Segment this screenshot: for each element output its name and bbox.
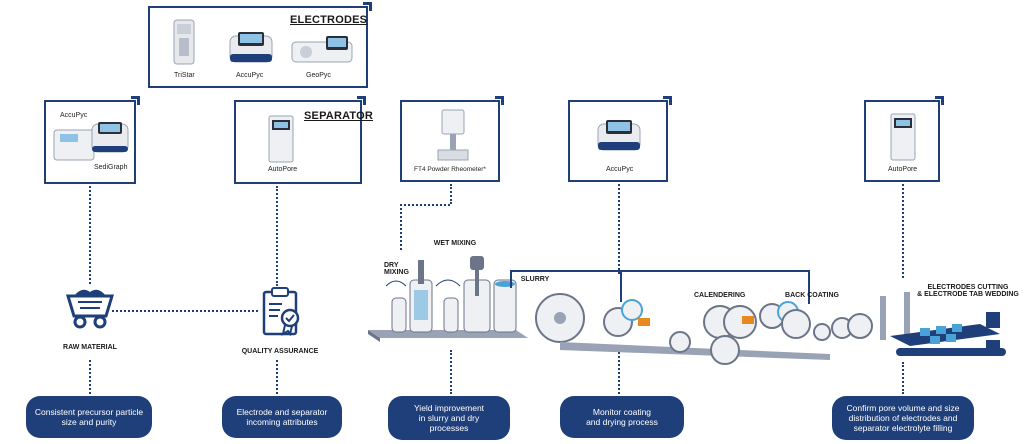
instrument-label: AutoPore [888, 166, 918, 173]
electrode-cutting-illustration [831, 292, 1006, 356]
box-corner-accent [935, 96, 944, 105]
separator-instrument-box: SEPARATOR AutoPore [234, 96, 373, 184]
benefit-text: Confirm pore volume and size distributio… [846, 402, 960, 434]
mixing-process-illustration [368, 256, 528, 342]
separator-title: SEPARATOR [304, 110, 374, 122]
slurry-pipe [620, 270, 622, 302]
connector-line [400, 204, 402, 250]
slurry-pipe [808, 270, 810, 304]
slurry-label: SLURRY [520, 276, 550, 283]
box-corner-accent [131, 96, 140, 105]
sedigraph-instrument-icon [53, 122, 129, 161]
box-corner-accent [663, 96, 672, 105]
connector-line [400, 204, 450, 206]
instrument-label: AccuPyc [236, 72, 264, 79]
raw-material-label: RAW MATERIAL [63, 344, 117, 351]
connector-line [89, 186, 91, 284]
raw-material-instrument-box: AccuPyc SediGraph [44, 96, 140, 184]
box-corner-accent [363, 2, 372, 11]
rheometer-instrument-box: FT4 Powder Rheometer* [400, 96, 504, 182]
slurry-pipe [510, 270, 512, 288]
benefit-text: Electrode and separator incoming attribu… [236, 406, 328, 427]
calendering-label: CALENDERING [694, 292, 746, 299]
box-corner-accent [357, 96, 366, 105]
benefit-text: Yield improvement in slurry and dry proc… [413, 402, 485, 434]
connector-line [902, 362, 904, 394]
electrodes-instrument-box: ELECTRODES TriStar AccuPyc GeoPyc [148, 2, 372, 88]
mine-cart-icon [65, 289, 115, 329]
connector-line [618, 352, 620, 394]
ft4-rheometer-icon [437, 109, 469, 161]
autopore-instrument-icon [890, 113, 916, 161]
benefit-text: Consistent precursor particle size and p… [34, 406, 144, 427]
connector-line [276, 360, 278, 394]
benefit-pill: Electrode and separator incoming attribu… [222, 396, 342, 438]
connector-line [276, 186, 278, 286]
connector-line [618, 184, 620, 274]
instrument-label: SediGraph [94, 164, 128, 171]
tristar-instrument-icon [173, 19, 195, 65]
assembly-instrument-box: AutoPore [864, 96, 944, 182]
instrument-label: TriStar [174, 72, 195, 79]
instrument-label: AccuPyc [60, 112, 88, 119]
quality-assurance-label: QUALITY ASSURANCE [241, 348, 319, 355]
accupyc-instrument-icon [229, 32, 273, 63]
electrodes-title: ELECTRODES [290, 14, 368, 26]
back-coating-label: BACK COATING [785, 292, 839, 299]
connector-line [89, 360, 91, 394]
connector-line [112, 310, 258, 312]
accupyc-instrument-icon [597, 120, 641, 151]
slurry-pipe [510, 270, 810, 272]
benefit-text: Monitor coating and drying process [586, 406, 658, 427]
benefit-pill: Monitor coating and drying process [560, 396, 684, 438]
instrument-label: GeoPyc [306, 72, 331, 79]
benefit-pill: Consistent precursor particle size and p… [26, 396, 152, 438]
autopore-instrument-icon [268, 115, 294, 163]
connector-line [902, 184, 904, 278]
benefit-pill: Confirm pore volume and size distributio… [832, 396, 974, 440]
coating-instrument-box: AccuPyc [568, 96, 672, 182]
dry-mixing-label: DRY MIXING [384, 262, 409, 276]
connector-line [450, 184, 452, 204]
benefit-pill: Yield improvement in slurry and dry proc… [388, 396, 510, 440]
instrument-label: AccuPyc [606, 166, 634, 173]
wet-mixing-label: WET MIXING [433, 240, 477, 247]
cutting-label: ELECTRODES CUTTING & ELECTRODE TAB WEDDI… [917, 284, 1019, 298]
coating-calendering-illustration [535, 293, 831, 365]
connector-line [450, 350, 452, 394]
geopyc-instrument-icon [291, 36, 353, 63]
instrument-label: AutoPore [268, 166, 298, 173]
instrument-label: FT4 Powder Rheometer* [414, 166, 486, 173]
clipboard-certificate-icon [262, 287, 300, 337]
box-corner-accent [495, 96, 504, 105]
